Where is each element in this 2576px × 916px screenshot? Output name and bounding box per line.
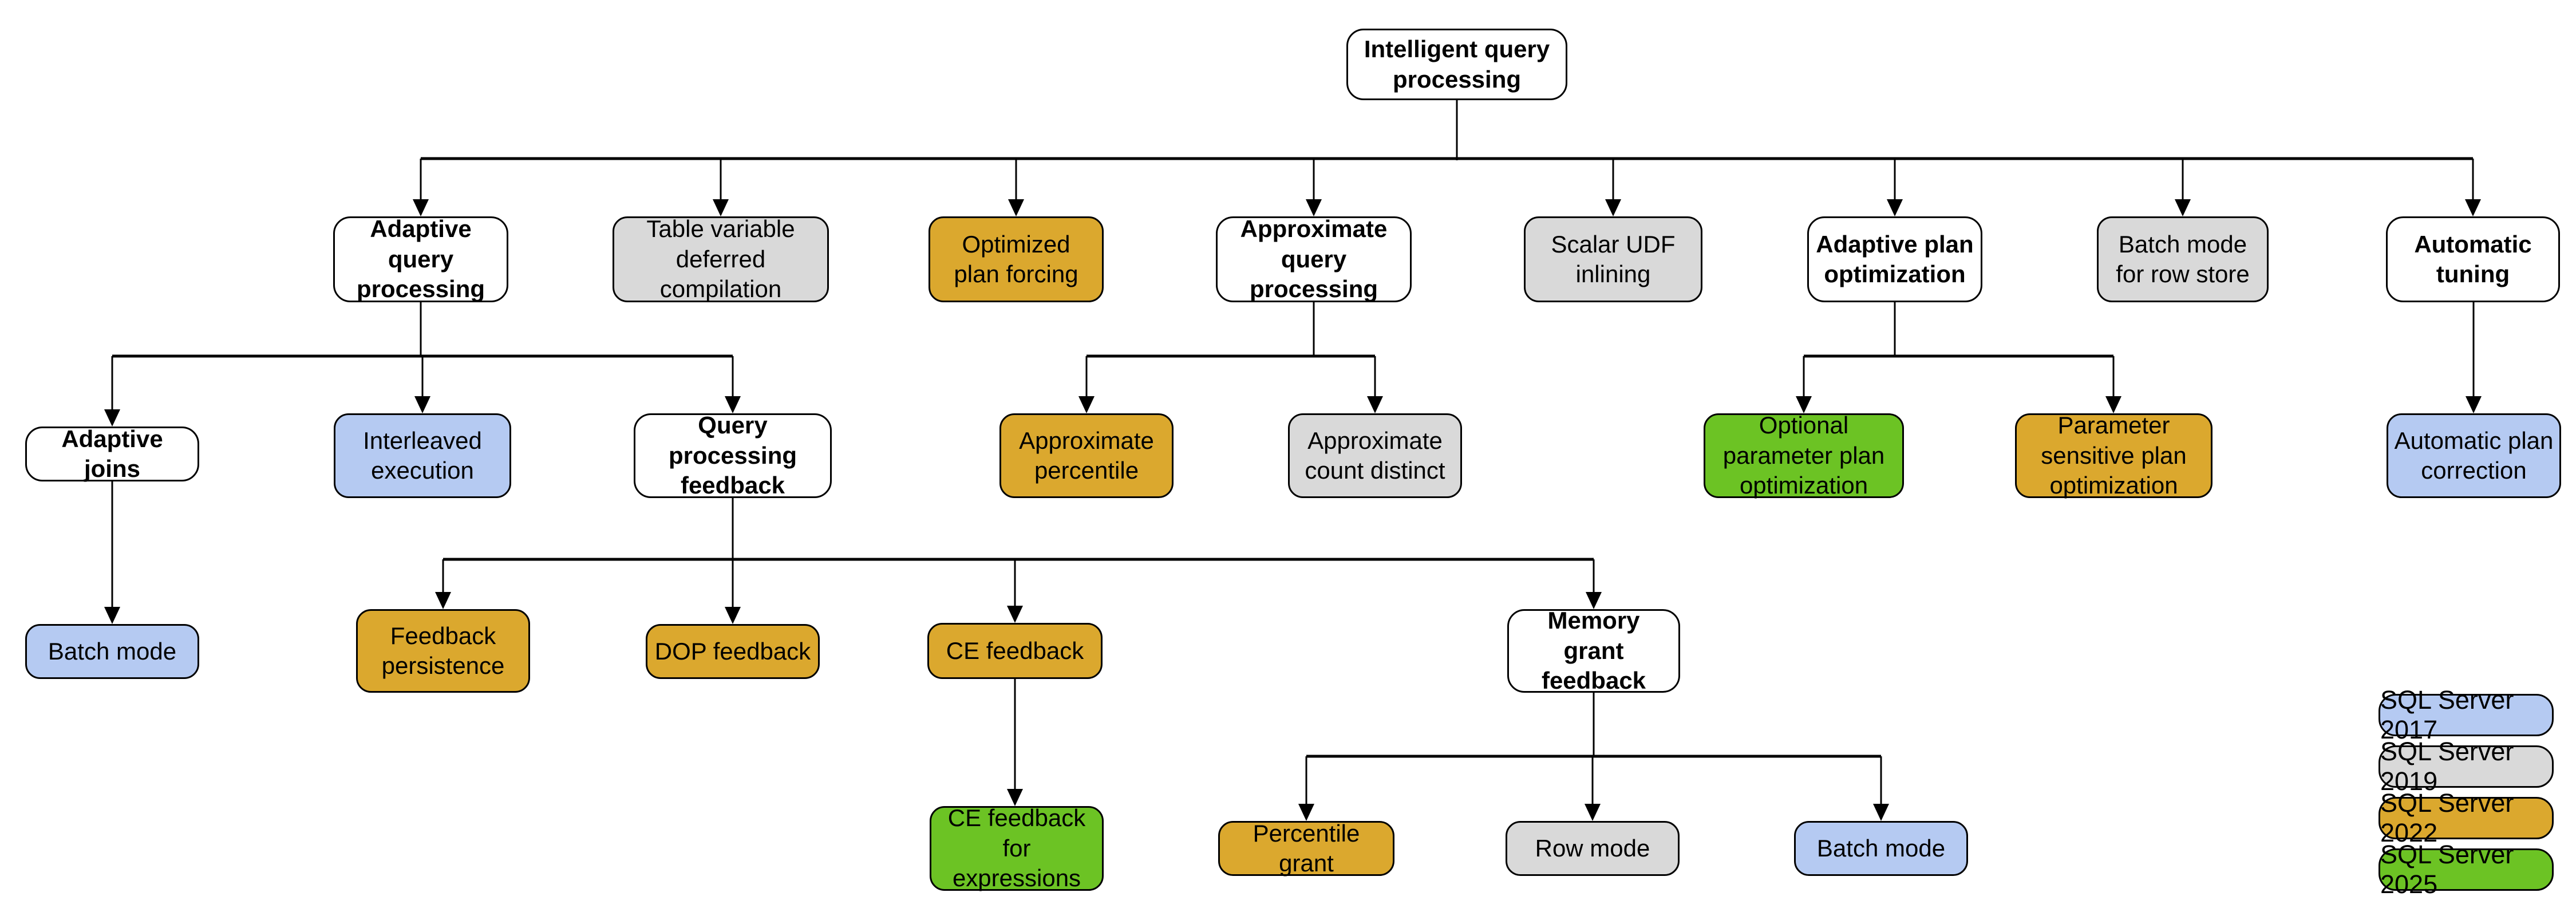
node-label: Batch mode (48, 637, 177, 665)
node-adaptive-query-processing: Adaptive query processing (333, 215, 508, 303)
arrow-automatic-tuning (2466, 302, 2482, 413)
node-label: Optional parameter plan optimization (1722, 412, 1885, 499)
node-label: Approximate percentile (1019, 427, 1154, 484)
node-query-processing-feedback: Query processing feedback (634, 412, 832, 499)
node-feedback-persistence: Feedback persistence (356, 609, 530, 693)
node-ce-feedback: CE feedback (927, 623, 1103, 679)
node-optimized-plan-forcing: Optimized plan forcing (929, 216, 1104, 302)
arrow-group-adaptive-plan (1796, 356, 2121, 413)
node-adaptive-plan-optimization: Adaptive plan optimization (1807, 216, 1982, 302)
node-ce-feedback-for-expressions: CE feedback for expressions (930, 804, 1104, 892)
node-label: Adaptive plan optimization (1816, 230, 1974, 288)
node-label: CE feedback (946, 637, 1084, 664)
node-label: Query processing feedback (668, 412, 797, 499)
node-memory-grant-feedback: Memory grant feedback (1507, 607, 1680, 694)
node-label: Row mode (1535, 834, 1650, 862)
node-label: Automatic tuning (2414, 230, 2532, 288)
node-automatic-tuning: Automatic tuning (2386, 216, 2560, 302)
legend-sql-server-2022: SQL Server 2022 (2379, 788, 2554, 847)
node-intelligent-query-processing: Intelligent query processing (1346, 29, 1567, 100)
arrow-group-adaptive-qp (104, 356, 741, 427)
node-label: Parameter sensitive plan optimization (2041, 412, 2187, 499)
node-label: Optimized plan forcing (954, 230, 1078, 288)
arrow-group-qp-feedback (435, 559, 1602, 624)
node-label: Approximate count distinct (1305, 427, 1445, 484)
node-interleaved-execution: Interleaved execution (334, 413, 511, 498)
node-adaptive-joins: Adaptive joins (25, 425, 199, 483)
node-automatic-plan-correction: Automatic plan correction (2387, 413, 2561, 498)
legend-sql-server-2017: SQL Server 2017 (2379, 685, 2554, 744)
node-label: Adaptive query processing (356, 215, 485, 303)
node-label: DOP feedback (654, 637, 811, 665)
node-batch-mode-memory-grant: Batch mode (1794, 821, 1968, 876)
node-approximate-percentile: Approximate percentile (999, 413, 1174, 498)
node-label: Automatic plan correction (2394, 427, 2554, 484)
node-optional-parameter-plan-optimization: Optional parameter plan optimization (1704, 412, 1904, 499)
node-label: Table variable deferred compilation (646, 215, 795, 303)
arrow-ce-feedback (1007, 679, 1023, 806)
node-dop-feedback: DOP feedback (646, 624, 820, 679)
legend-sql-server-2019: SQL Server 2019 (2379, 737, 2554, 796)
arrow-adaptive-joins (104, 481, 120, 624)
node-label: Intelligent query processing (1364, 35, 1550, 93)
legend-label: SQL Server 2025 (2380, 840, 2514, 899)
node-parameter-sensitive-plan-optimization: Parameter sensitive plan optimization (2015, 412, 2212, 499)
node-scalar-udf-inlining: Scalar UDF inlining (1524, 216, 1702, 302)
legend-label: SQL Server 2019 (2380, 737, 2514, 796)
node-label: Batch mode for row store (2116, 230, 2250, 288)
node-label: Percentile grant (1253, 819, 1360, 877)
arrow-group-level1 (413, 159, 2481, 216)
node-approximate-count-distinct: Approximate count distinct (1288, 413, 1462, 498)
arrow-group-approx-qp (1078, 356, 1383, 413)
node-label: Scalar UDF inlining (1551, 230, 1676, 288)
legend-sql-server-2025: SQL Server 2025 (2379, 840, 2554, 899)
node-label: Feedback persistence (381, 622, 505, 680)
node-table-variable-deferred-compilation: Table variable deferred compilation (613, 215, 829, 303)
node-batch-mode-adaptive-joins: Batch mode (25, 624, 199, 679)
legend-label: SQL Server 2017 (2380, 685, 2514, 744)
node-label: Batch mode (1816, 834, 1946, 862)
arrow-group-memory-grant (1298, 756, 1889, 821)
node-label: Adaptive joins (61, 425, 163, 483)
node-label: Interleaved execution (363, 427, 482, 484)
node-label: CE feedback for expressions (947, 804, 1086, 892)
legend-label: SQL Server 2022 (2380, 788, 2514, 847)
node-label: Approximate query processing (1240, 215, 1388, 303)
node-label: Memory grant feedback (1541, 607, 1646, 694)
node-batch-mode-for-row-store: Batch mode for row store (2097, 216, 2269, 302)
node-approximate-query-processing: Approximate query processing (1216, 215, 1412, 303)
node-row-mode: Row mode (1506, 821, 1680, 876)
node-percentile-grant: Percentile grant (1218, 819, 1394, 877)
